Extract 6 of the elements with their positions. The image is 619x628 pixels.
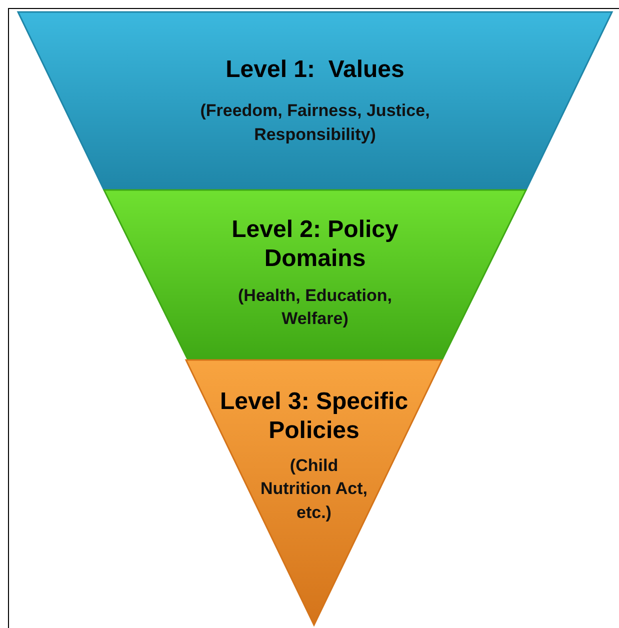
level-examples: (Freedom, Fairness, Justice, Responsibility): [199, 100, 431, 146]
level-title: Level 3: Specific Policies: [218, 388, 410, 446]
level-examples: (Health, Education, Welfare): [237, 284, 393, 330]
level-title: Level 1: Values: [226, 56, 404, 85]
level-examples: (Child Nutrition Act, etc.): [259, 454, 369, 524]
level-title: Level 2: Policy Domains: [230, 216, 400, 274]
